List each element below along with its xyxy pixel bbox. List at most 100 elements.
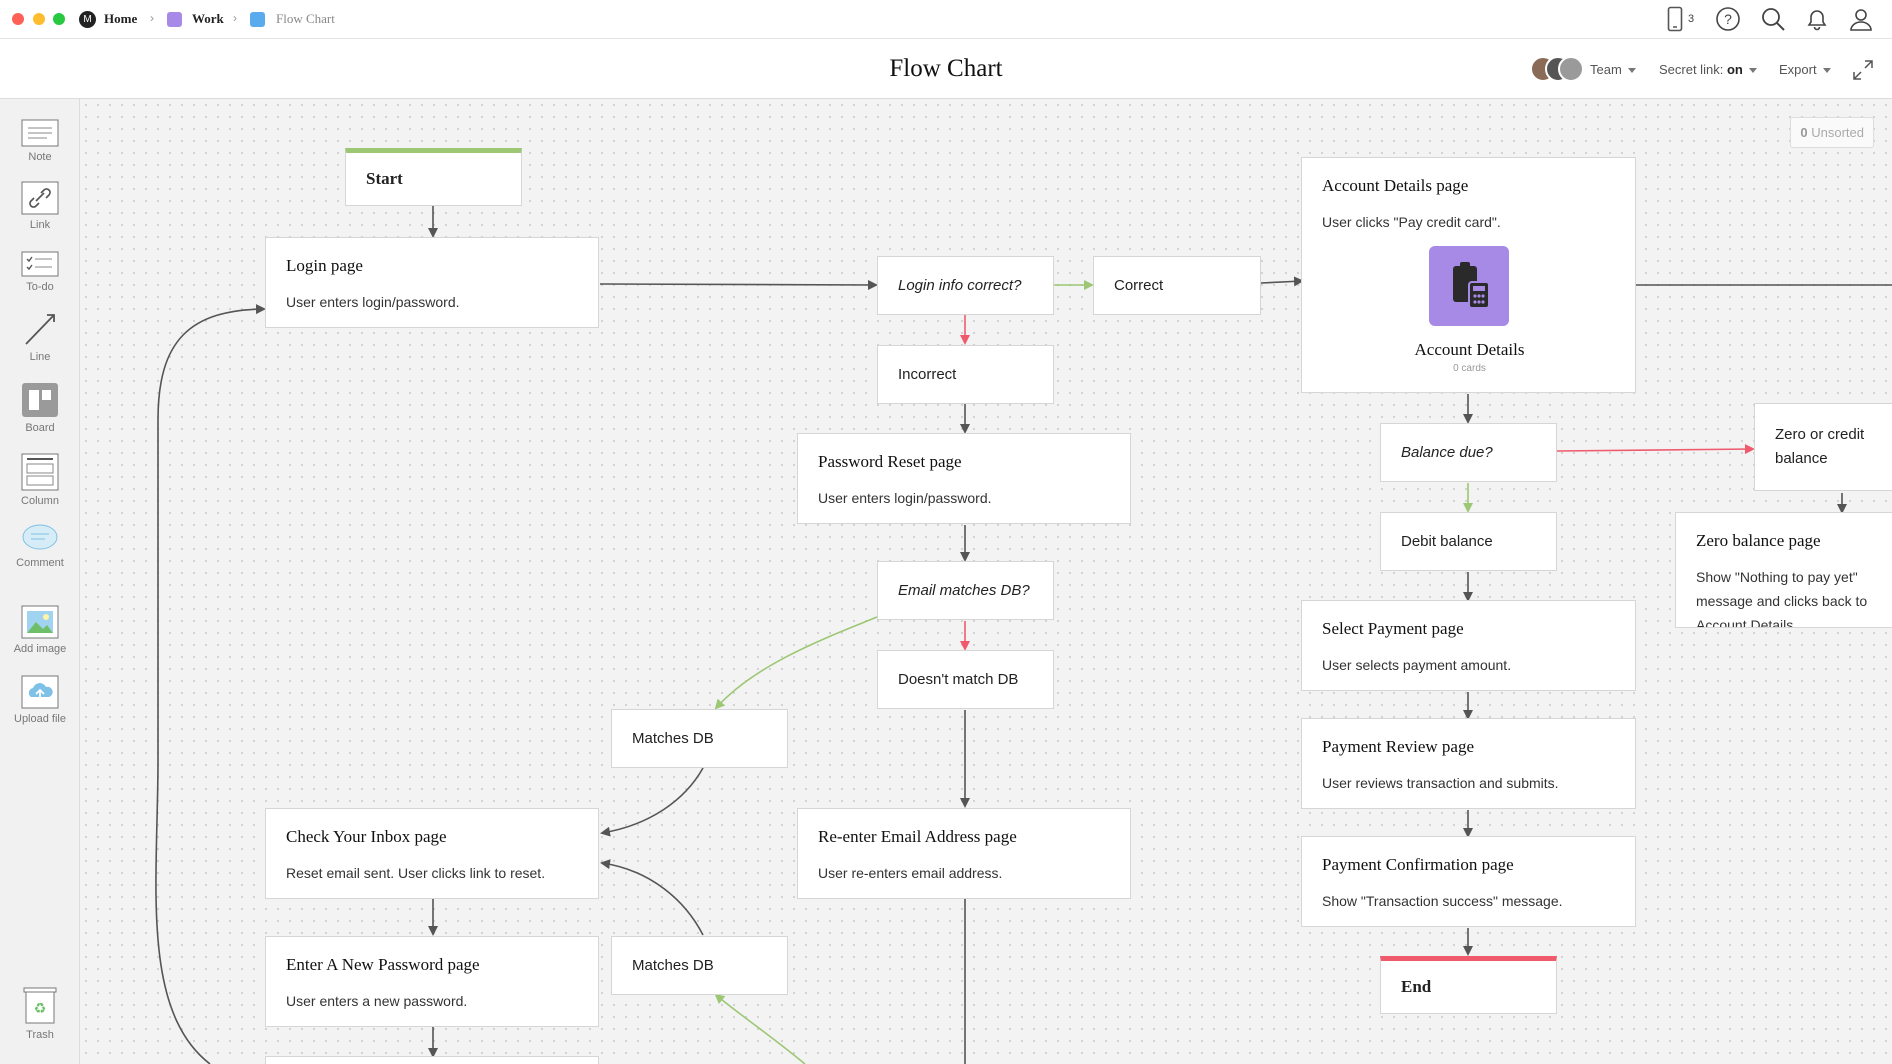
start-node[interactable]: Start xyxy=(345,148,522,206)
end-node[interactable]: End xyxy=(1380,956,1557,1014)
line-tool[interactable]: Line xyxy=(0,311,80,363)
board-icon xyxy=(22,383,58,417)
card-title: Payment Review page xyxy=(1322,737,1475,756)
card-title: Check Your Inbox page xyxy=(286,827,447,846)
connector xyxy=(600,767,704,837)
bottom-partial-card[interactable] xyxy=(265,1056,599,1064)
card-description: User enters login/password. xyxy=(286,294,460,310)
column-tool[interactable]: Column xyxy=(0,453,80,507)
clipboard-calculator-icon xyxy=(1453,262,1490,309)
chevron-right-icon: › xyxy=(150,11,154,25)
tool-label: Column xyxy=(21,495,59,507)
breadcrumb-home[interactable]: Home xyxy=(104,11,138,26)
select-payment-card[interactable]: Select Payment page User selects payment… xyxy=(1301,600,1636,691)
bell-icon[interactable] xyxy=(1804,6,1830,37)
page-title[interactable]: Flow Chart xyxy=(889,55,1003,82)
link-tool[interactable]: Link xyxy=(0,181,80,231)
card-description: User re-enters email address. xyxy=(818,865,1003,881)
window-minimize-button[interactable] xyxy=(33,13,45,25)
reenter-email-card[interactable]: Re-enter Email Address page User re-ente… xyxy=(797,808,1131,899)
card-title: Password Reset page xyxy=(818,452,962,471)
export-dropdown[interactable]: Export xyxy=(1779,62,1831,77)
breadcrumb-current: Flow Chart xyxy=(276,11,335,26)
board-tool[interactable]: Board xyxy=(0,382,80,434)
chevron-down-icon xyxy=(1748,68,1757,74)
breadcrumb-work[interactable]: Work xyxy=(192,11,224,26)
board-canvas[interactable]: 0 Unsorted xyxy=(80,99,1892,1064)
team-dropdown[interactable]: Team xyxy=(1590,62,1636,77)
connector xyxy=(599,279,878,290)
incorrect-node[interactable]: Incorrect xyxy=(877,345,1054,404)
email-matches-decision[interactable]: Email matches DB? xyxy=(877,561,1054,620)
flowchart-board-icon xyxy=(250,12,265,27)
card-description: Show "Transaction success" message. xyxy=(1322,893,1563,909)
comment-tool[interactable]: Comment xyxy=(0,523,80,569)
board-header: Flow Chart Team Secret link: on Export xyxy=(0,39,1892,99)
payment-review-card[interactable]: Payment Review page User reviews transac… xyxy=(1301,718,1636,809)
login-page-card[interactable]: Login page User enters login/password. xyxy=(265,237,599,328)
connector-lines xyxy=(155,206,1892,1064)
trash-tool[interactable]: ♻ Trash xyxy=(0,985,80,1041)
correct-node[interactable]: Correct xyxy=(1093,256,1261,315)
tool-label: To-do xyxy=(26,281,54,293)
card-description: User enters a new password. xyxy=(286,993,468,1009)
milanote-logo-icon[interactable]: M xyxy=(79,11,96,28)
account-board-icon[interactable] xyxy=(1429,246,1509,326)
zero-credit-node[interactable]: Zero or credit balance xyxy=(1754,403,1892,491)
line-icon xyxy=(25,314,55,345)
card-title: Enter A New Password page xyxy=(286,955,480,974)
check-inbox-card[interactable]: Check Your Inbox page Reset email sent. … xyxy=(265,808,599,899)
balance-due-decision[interactable]: Balance due? xyxy=(1380,423,1557,482)
connector-yes xyxy=(714,993,806,1064)
tool-label: Note xyxy=(28,151,52,163)
device-icon[interactable] xyxy=(1667,6,1683,37)
matches-db-node[interactable]: Matches DB xyxy=(611,709,788,768)
user-icon[interactable] xyxy=(1848,6,1874,37)
link-icon xyxy=(21,181,59,215)
add-image-tool[interactable]: Add image xyxy=(0,605,80,655)
matches-db-node[interactable]: Matches DB xyxy=(611,936,788,995)
help-icon[interactable]: ? xyxy=(1715,6,1741,37)
card-title: Account Details page xyxy=(1322,176,1469,195)
card-title: Select Payment page xyxy=(1322,619,1464,638)
secret-link-dropdown[interactable]: Secret link: on xyxy=(1659,62,1757,77)
image-icon xyxy=(21,605,59,639)
device-count: 3 xyxy=(1688,13,1695,25)
account-details-card[interactable]: Account Details page User clicks "Pay cr… xyxy=(1301,157,1636,393)
top-bar: M Home › Work › Flow Chart 3 ? xyxy=(0,0,1892,39)
note-icon xyxy=(21,119,59,147)
debit-balance-node[interactable]: Debit balance xyxy=(1380,512,1557,571)
password-reset-card[interactable]: Password Reset page User enters login/pa… xyxy=(797,433,1131,524)
connector xyxy=(600,859,704,936)
card-description: User clicks "Pay credit card". xyxy=(1322,214,1501,230)
window-close-button[interactable] xyxy=(12,13,24,25)
comment-icon xyxy=(22,524,58,550)
trash-icon: ♻ xyxy=(23,987,57,1024)
todo-tool[interactable]: To-do xyxy=(0,251,80,293)
connector xyxy=(1260,276,1304,287)
card-title: Login page xyxy=(286,256,363,275)
card-description: Show "Nothing to pay yet" message and cl… xyxy=(1696,569,1868,628)
note-tool[interactable]: Note xyxy=(0,119,80,163)
tool-label: Upload file xyxy=(14,713,66,725)
login-correct-decision[interactable]: Login info correct? xyxy=(877,256,1054,315)
connector xyxy=(155,304,266,1064)
connector-no xyxy=(1556,444,1755,455)
search-icon[interactable] xyxy=(1760,6,1786,37)
zero-balance-card[interactable]: Zero balance page Show "Nothing to pay y… xyxy=(1675,512,1892,628)
card-description: Reset email sent. User clicks link to re… xyxy=(286,865,546,881)
todo-icon xyxy=(21,251,59,277)
upload-icon xyxy=(21,675,59,709)
fullscreen-icon[interactable] xyxy=(1852,59,1874,86)
new-password-card[interactable]: Enter A New Password page User enters a … xyxy=(265,936,599,1027)
upload-file-tool[interactable]: Upload file xyxy=(0,675,80,725)
unsorted-badge[interactable]: 0 Unsorted xyxy=(1790,117,1874,148)
chevron-down-icon xyxy=(1822,68,1831,74)
doesnt-match-node[interactable]: Doesn't match DB xyxy=(877,650,1054,709)
chevron-right-icon: › xyxy=(233,11,237,25)
card-title: Payment Confirmation page xyxy=(1322,855,1514,874)
window-zoom-button[interactable] xyxy=(53,13,65,25)
board-card-count: 0 cards xyxy=(1453,363,1486,374)
payment-confirmation-card[interactable]: Payment Confirmation page Show "Transact… xyxy=(1301,836,1636,927)
avatar[interactable] xyxy=(1558,56,1584,82)
